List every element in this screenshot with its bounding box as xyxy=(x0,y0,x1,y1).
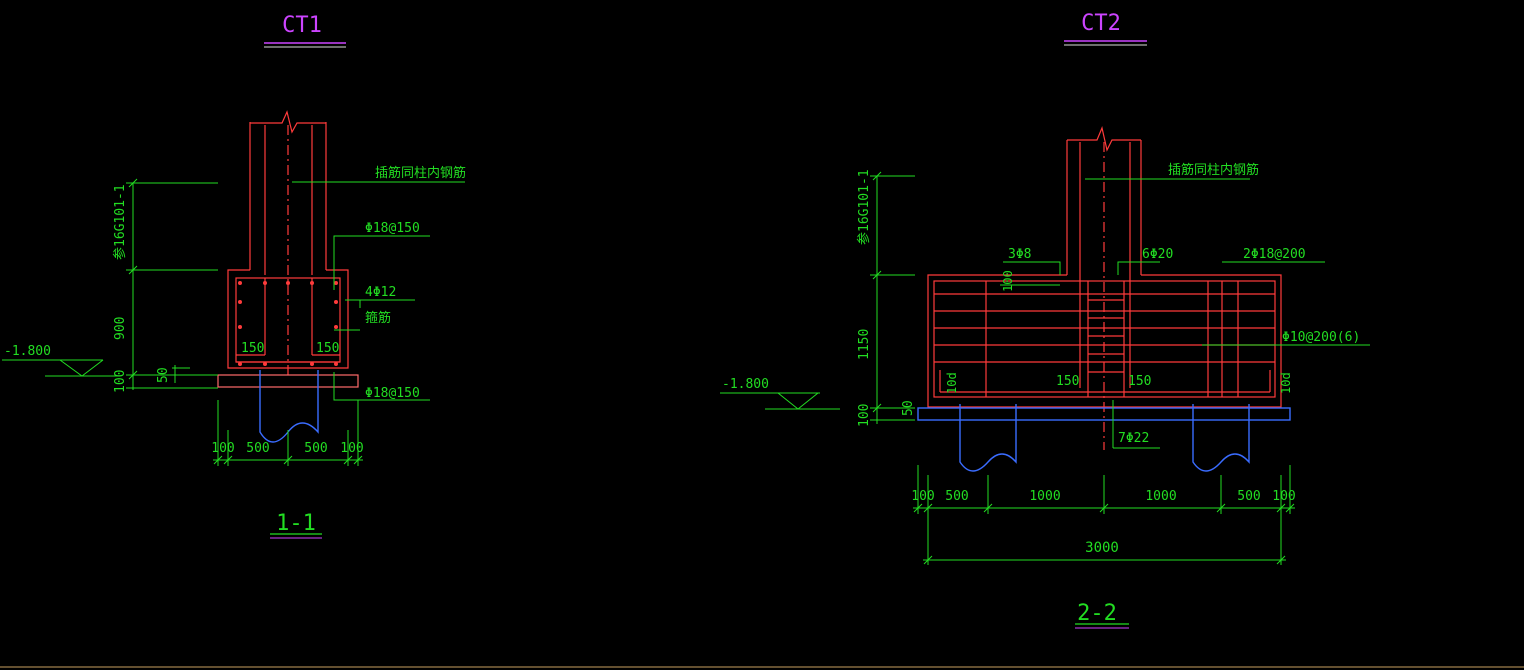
ct2-cushion xyxy=(917,407,1291,421)
ct1-dim-cushion: 100 xyxy=(113,370,128,393)
ct2-ref-label: 参16G101-1 xyxy=(856,169,872,245)
ct2-dim-b1: 500 xyxy=(945,489,968,504)
ct1-pile-cap xyxy=(227,269,349,369)
ct2-column xyxy=(1066,126,1142,450)
ct2-hundred-label: 100 xyxy=(1001,270,1015,292)
ct1-dim-step: 50 xyxy=(156,367,171,383)
ct1-side-bars-label: 4Φ12 xyxy=(365,285,396,300)
ct2-pile-cap xyxy=(927,274,1282,408)
ct1-dim-b1: 500 xyxy=(246,441,269,456)
ct2-pile-right xyxy=(1192,404,1250,472)
ct2-section-label: 2-2 xyxy=(1077,601,1117,626)
ct2-dowel-note: 插筋同柱内钢筋 xyxy=(1168,162,1259,178)
ct1-top-bar-label: Φ18@150 xyxy=(365,221,420,236)
ct1-stirrup-label: 箍筋 xyxy=(365,310,391,326)
ct2-bottom-bar-label: 7Φ22 xyxy=(1118,431,1149,446)
ct2-dim-height: 1150 xyxy=(857,329,872,360)
ct2-anchor-left: 10d xyxy=(945,372,959,394)
ct1-column xyxy=(249,110,327,375)
ct1-dim-height: 900 xyxy=(113,317,128,340)
ct1-dim-b0: 100 xyxy=(211,441,234,456)
ct2-pile-left xyxy=(959,404,1017,472)
ct2-top-left-label: 3Φ8 xyxy=(1008,247,1031,262)
ct1-ref-label: 参16G101-1 xyxy=(112,184,128,260)
ct1-leaders xyxy=(292,181,465,401)
ct2-top-right-label: 2Φ18@200 xyxy=(1243,247,1306,262)
ct1-bottom-bar-label: Φ18@150 xyxy=(365,386,420,401)
ct2-column-bars-label: 6Φ20 xyxy=(1142,247,1173,262)
ct2-dim-b2: 1000 xyxy=(1029,489,1060,504)
ct1-cover-left: 150 xyxy=(241,341,264,356)
ct2-detail: CT2 xyxy=(720,11,1370,629)
ct2-bottom-dims xyxy=(913,465,1295,565)
ct2-dim-b3: 1000 xyxy=(1145,489,1176,504)
ct2-leaders xyxy=(1000,178,1370,449)
ct2-dim-total: 3000 xyxy=(1085,540,1119,556)
ct1-cushion xyxy=(217,374,359,388)
ct1-dim-b3: 100 xyxy=(340,441,363,456)
ct1-pile xyxy=(259,370,319,443)
ct1-cover-right: 150 xyxy=(316,341,339,356)
ct1-dowel-note: 插筋同柱内钢筋 xyxy=(375,165,466,181)
ct2-dim-cushion: 100 xyxy=(857,404,872,427)
ct2-vertical-dims xyxy=(870,171,915,424)
ct1-title: CT1 xyxy=(282,13,322,38)
ct2-inner-right: 150 xyxy=(1128,374,1151,389)
ct1-rebar-dots xyxy=(238,281,338,366)
ct1-bottom-dims xyxy=(213,400,363,466)
ct1-elevation: -1.800 xyxy=(4,344,51,359)
ct1-elevation-marker xyxy=(2,359,120,377)
ct2-anchor-right: 10d xyxy=(1279,372,1293,394)
ct2-dim-b5: 100 xyxy=(1272,489,1295,504)
ct2-stirrup-label: Φ10@200(6) xyxy=(1282,330,1360,345)
ct1-vertical-dims xyxy=(126,178,218,390)
ct1-dim-b2: 500 xyxy=(304,441,327,456)
ct1-detail: CT1 xyxy=(2,13,466,539)
ct2-inner-left: 150 xyxy=(1056,374,1079,389)
ct2-dim-b0: 100 xyxy=(911,489,934,504)
ct2-elevation-marker xyxy=(720,392,840,410)
ct1-section-label: 1-1 xyxy=(276,511,316,536)
ct2-dim-step: 50 xyxy=(901,400,916,416)
ct2-elevation: -1.800 xyxy=(722,377,769,392)
ct2-dim-b4: 500 xyxy=(1237,489,1260,504)
ct2-title: CT2 xyxy=(1081,11,1121,36)
